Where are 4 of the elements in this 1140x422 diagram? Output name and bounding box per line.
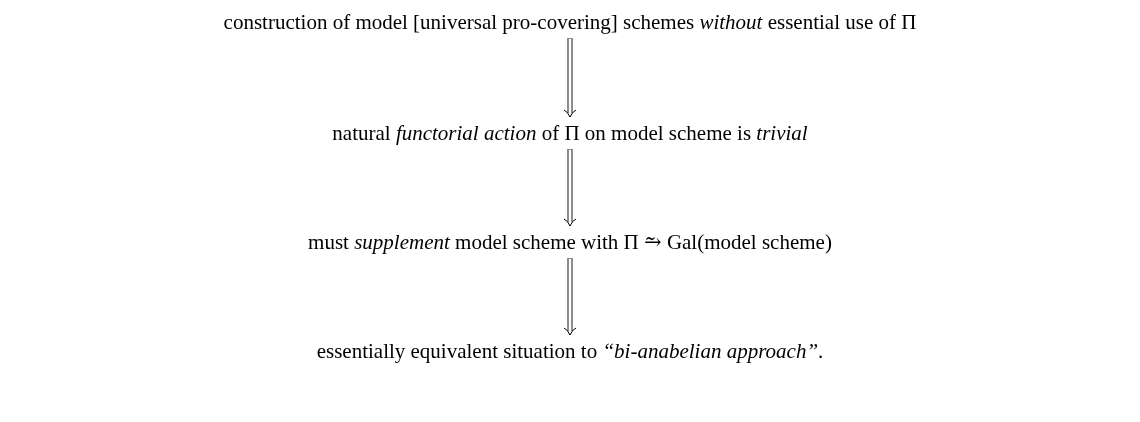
- statement-text: must supplement model scheme with Π ⥲ Gal(model scheme): [308, 229, 832, 255]
- statement-text: essentially equivalent situation to “bi-anabelian approach”.: [316, 338, 824, 364]
- statement-text: construction of model [universal pro-covering] schemes without essential use of Π: [223, 9, 917, 35]
- statement-text: natural functorial action of Π on model scheme is trivial: [332, 120, 808, 146]
